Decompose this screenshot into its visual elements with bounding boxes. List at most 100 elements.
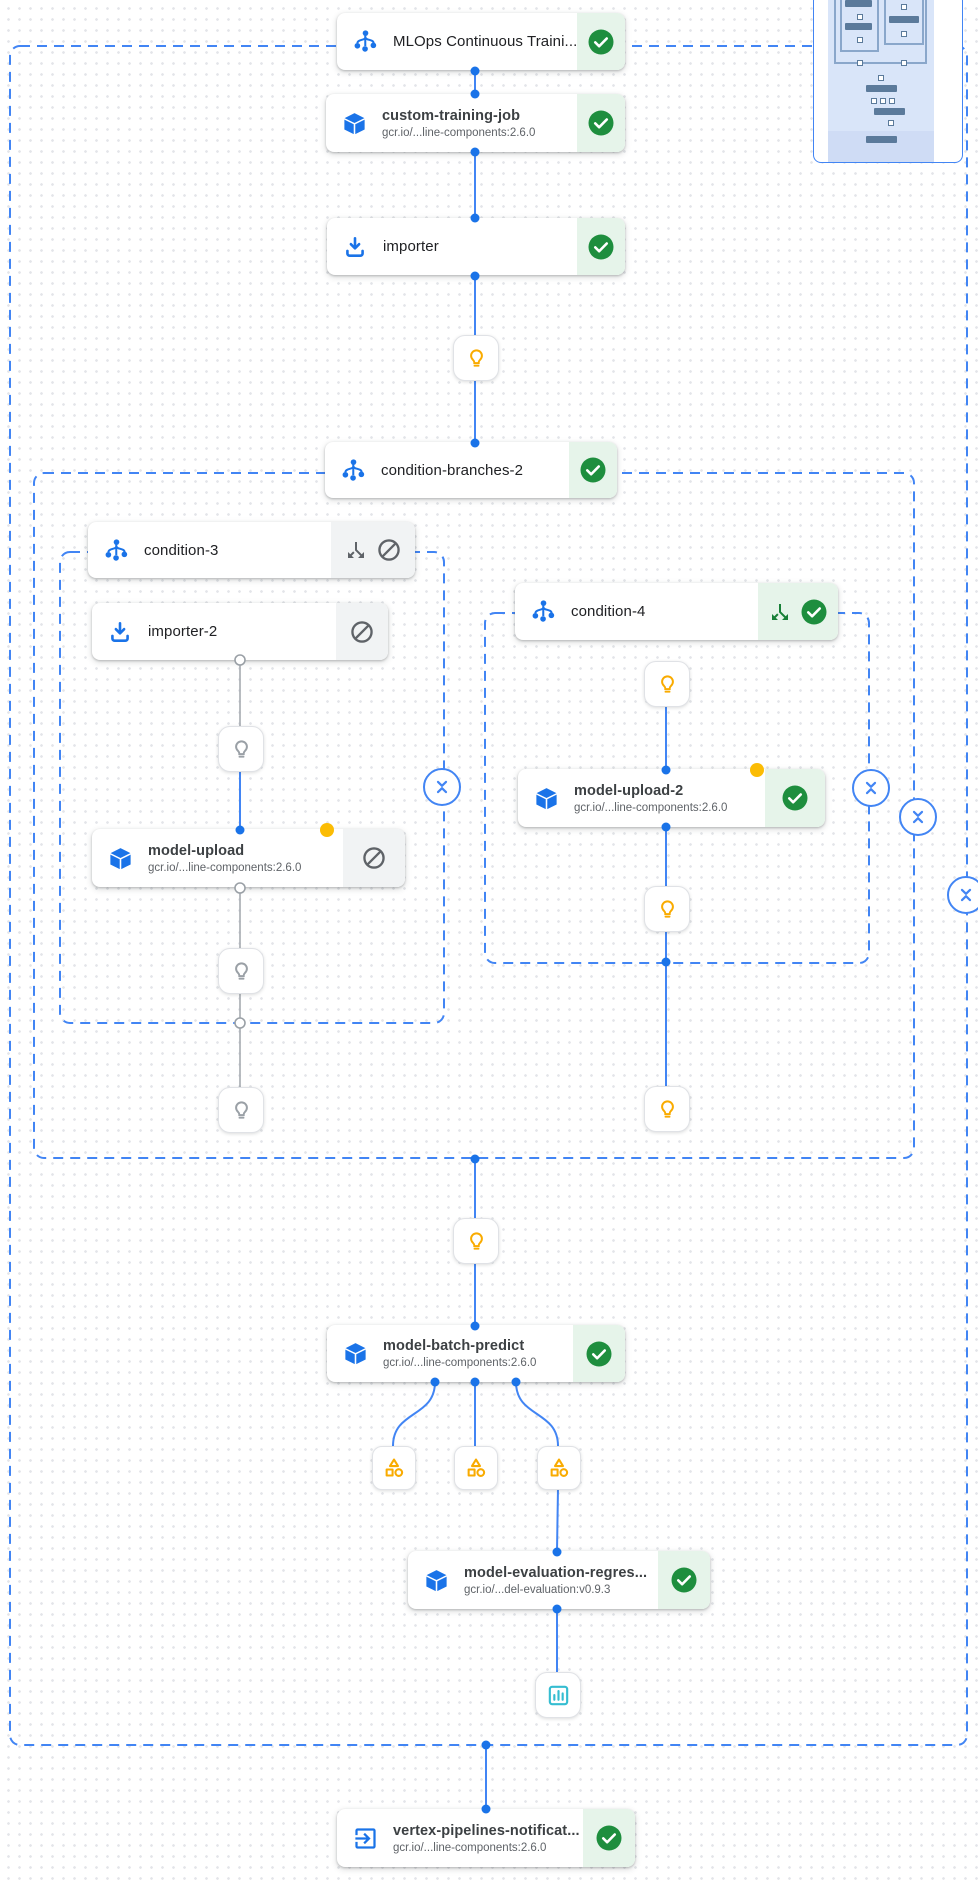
pipeline-node-model-upload[interactable]: model-upload gcr.io/...line-components:2… <box>92 829 405 887</box>
collapse-group-button[interactable] <box>947 876 978 914</box>
pipeline-node-condition-3[interactable]: condition-3 <box>88 522 415 578</box>
status-succeeded <box>658 1551 710 1609</box>
cube-icon <box>327 1340 383 1367</box>
status-succeeded <box>577 94 625 152</box>
lightbulb-icon <box>234 1100 248 1119</box>
lightbulb-icon <box>660 1099 674 1118</box>
split-arrows-icon <box>771 603 788 620</box>
node-title: condition-3 <box>144 541 219 559</box>
check-circle-icon <box>670 1566 698 1594</box>
check-circle-icon <box>587 27 615 56</box>
group-borders <box>9 45 968 1746</box>
category-icon <box>550 1458 569 1477</box>
param-chip[interactable] <box>644 661 690 707</box>
download-icon <box>327 234 383 260</box>
minimap-chip <box>888 120 894 126</box>
minimap-chip <box>901 4 907 10</box>
status-succeeded <box>577 13 625 70</box>
branch-icon <box>515 598 571 625</box>
node-title: model-upload-2 <box>574 782 684 799</box>
param-chip-skipped[interactable] <box>218 1087 264 1133</box>
node-title: importer-2 <box>148 623 218 640</box>
lightbulb-icon <box>660 899 674 918</box>
status-succeeded <box>569 442 617 498</box>
branch-icon <box>337 28 393 55</box>
minimap-node <box>866 136 897 143</box>
lightbulb-icon <box>660 674 674 693</box>
pipeline-node-importer[interactable]: importer <box>327 218 625 275</box>
minimap-node <box>889 16 919 23</box>
param-chip-skipped[interactable] <box>218 948 264 994</box>
collapse-group-button[interactable] <box>899 798 937 836</box>
status-succeeded <box>583 1809 635 1867</box>
check-circle-icon <box>585 1339 613 1368</box>
status-succeeded <box>573 1325 625 1382</box>
pipeline-node-model-upload-2[interactable]: model-upload-2 gcr.io/...line-components… <box>518 769 825 827</box>
artifact-chip[interactable] <box>372 1446 416 1490</box>
pipeline-node-importer-2[interactable]: importer-2 <box>92 603 388 660</box>
cube-icon <box>518 785 574 812</box>
split-arrows-icon <box>347 542 364 558</box>
status-skipped <box>336 603 388 660</box>
category-icon <box>467 1458 486 1477</box>
node-title: vertex-pipelines-notificat... <box>393 1822 580 1839</box>
minimap-chip <box>880 98 886 104</box>
collapse-group-button[interactable] <box>423 768 461 806</box>
param-chip-skipped[interactable] <box>218 726 264 772</box>
status-succeeded <box>765 769 825 827</box>
node-subtitle: gcr.io/...line-components:2.6.0 <box>383 1357 537 1369</box>
pipeline-node-vertex-pipelines-notification[interactable]: vertex-pipelines-notificat... gcr.io/...… <box>337 1809 635 1867</box>
pipeline-node-custom-training-job[interactable]: custom-training-job gcr.io/...line-compo… <box>326 94 625 152</box>
pipeline-node-model-batch-predict[interactable]: model-batch-predict gcr.io/...line-compo… <box>327 1325 625 1382</box>
collapse-group-button[interactable] <box>852 769 890 807</box>
minimap-chip <box>889 98 895 104</box>
param-chip[interactable] <box>453 1218 499 1264</box>
param-chip[interactable] <box>453 335 499 381</box>
minimap-chip <box>901 31 907 37</box>
status-succeeded <box>758 583 838 640</box>
block-icon <box>363 847 385 869</box>
pipeline-node-mlops[interactable]: MLOps Continuous Traini... <box>337 13 625 70</box>
cube-icon <box>92 845 148 872</box>
node-title: custom-training-job <box>382 107 521 124</box>
block-icon <box>351 620 373 643</box>
node-title: MLOps Continuous Traini... <box>393 33 578 50</box>
pipeline-node-condition-branches-2[interactable]: condition-branches-2 <box>325 442 617 498</box>
node-subtitle: gcr.io/...line-components:2.6.0 <box>574 801 728 814</box>
check-circle-icon <box>579 456 607 484</box>
minimap-group <box>884 0 924 45</box>
minimap[interactable] <box>813 0 963 163</box>
status-skipped <box>331 522 415 578</box>
collapse-icon <box>436 780 448 794</box>
status-succeeded <box>577 218 625 275</box>
lightbulb-icon <box>469 1231 483 1250</box>
pipeline-node-condition-4[interactable]: condition-4 <box>515 583 838 640</box>
artifact-chip[interactable] <box>454 1446 498 1490</box>
param-chip[interactable] <box>644 1086 690 1132</box>
pipeline-node-model-evaluation-regression[interactable]: model-evaluation-regres... gcr.io/...del… <box>408 1551 710 1609</box>
minimap-chip <box>901 60 907 66</box>
minimap-chip <box>857 60 863 66</box>
node-subtitle: gcr.io/...line-components:2.6.0 <box>393 1841 547 1854</box>
lightbulb-icon <box>234 961 248 980</box>
param-chip[interactable] <box>644 886 690 932</box>
minimap-chip <box>857 37 863 43</box>
branch-icon <box>325 457 381 484</box>
metrics-artifact-chip[interactable] <box>535 1672 581 1718</box>
download-icon <box>92 619 148 645</box>
lightbulb-icon <box>469 348 483 367</box>
node-subtitle: gcr.io/...line-components:2.6.0 <box>148 861 302 874</box>
node-subtitle: gcr.io/...line-components:2.6.0 <box>382 126 536 139</box>
node-title: model-batch-predict <box>383 1338 525 1354</box>
minimap-node <box>874 108 905 115</box>
collapse-icon <box>865 781 877 795</box>
pipeline-group-border <box>9 45 968 1746</box>
cube-icon <box>408 1567 464 1594</box>
node-title: importer <box>383 238 439 255</box>
artifact-chip[interactable] <box>537 1446 581 1490</box>
collapse-icon <box>912 810 924 824</box>
metrics-icon <box>548 1685 568 1705</box>
node-title: condition-4 <box>571 603 646 620</box>
minimap-chip <box>857 14 863 20</box>
